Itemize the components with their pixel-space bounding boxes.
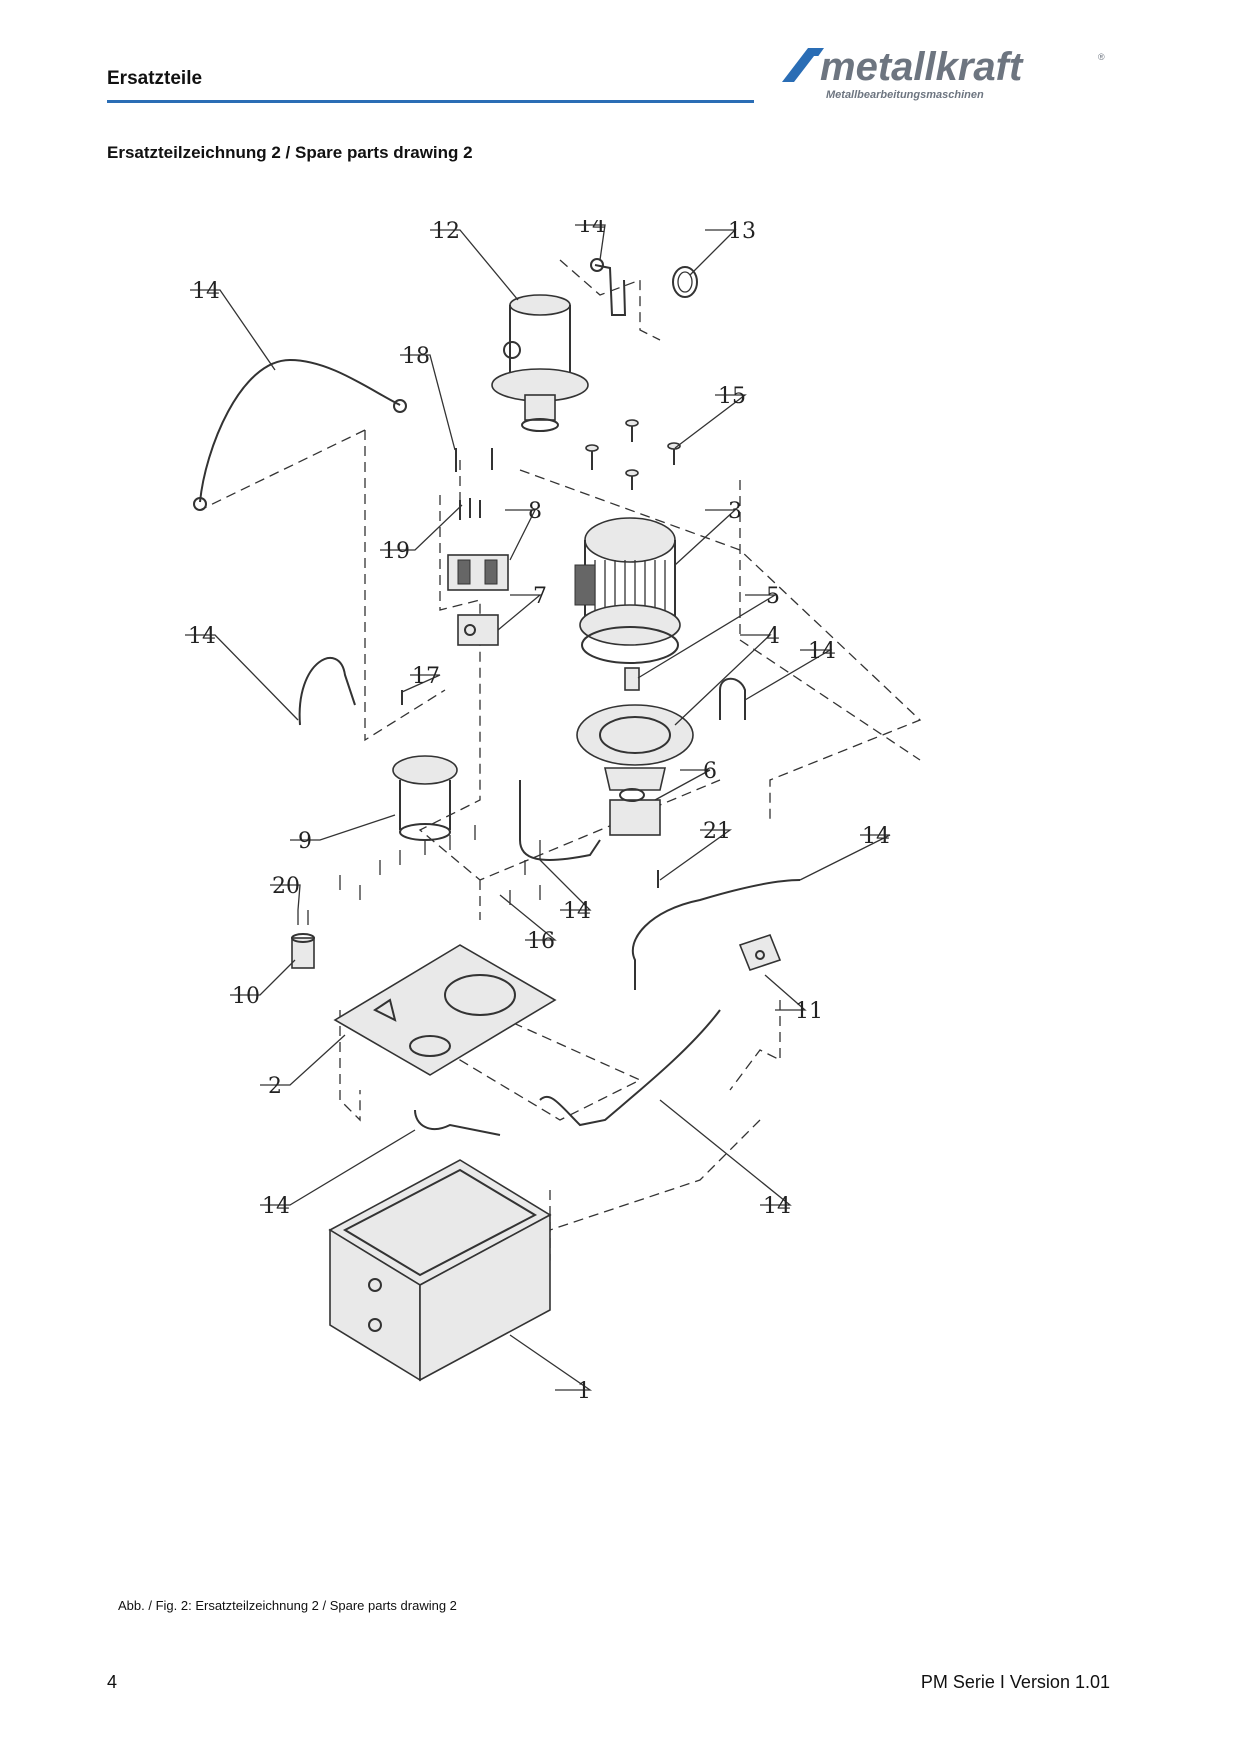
callout-12: 12 (432, 220, 460, 244)
metallkraft-logo: metallkraft ® Metallbearbeitungsmaschine… (782, 45, 1105, 101)
callout-17: 17 (412, 664, 440, 689)
part-8-valve (447, 554, 509, 591)
logo-text: metallkraft (820, 45, 1024, 89)
part-14-loop-right (719, 677, 746, 720)
callout-21: 21 (703, 819, 731, 844)
part-1-tank (328, 1159, 552, 1382)
figure-caption: Abb. / Fig. 2: Ersatzteilzeichnung 2 / S… (118, 1598, 457, 1613)
part-7-valve-block (457, 614, 499, 646)
callout-14-b: 14 (192, 279, 220, 304)
part-16-screws (339, 825, 541, 905)
callout-14-f: 14 (563, 899, 591, 924)
callout-19: 19 (382, 539, 410, 564)
part-14-hose-left (199, 358, 401, 503)
callout-13: 13 (728, 220, 756, 244)
part-14-hose-right (631, 879, 801, 990)
callout-1: 1 (577, 1379, 591, 1404)
part-20-screws (297, 910, 309, 925)
part-9-filter (392, 755, 458, 841)
callout-14-a: 14 (578, 220, 606, 238)
callout-7: 7 (533, 584, 547, 609)
callout-5: 5 (766, 584, 780, 609)
callout-6: 6 (703, 759, 717, 784)
document-version: PM Serie I Version 1.01 (920, 1672, 1110, 1692)
callout-20: 20 (272, 874, 300, 899)
part-13-sight-glass (672, 266, 698, 298)
part-5-coupling (624, 667, 640, 691)
section-title: Ersatzteilzeichnung 2 / Spare parts draw… (107, 143, 473, 162)
callout-16: 16 (527, 929, 555, 954)
part-6-pump-body (609, 788, 661, 836)
callout-9: 9 (298, 829, 312, 854)
header-rule (107, 100, 754, 103)
part-11-bracket (738, 934, 782, 971)
callout-2: 2 (268, 1074, 282, 1099)
logo-subtitle: Metallbearbeitungsmaschinen (826, 89, 984, 101)
callout-14-d: 14 (808, 639, 836, 664)
part-14-hose-bottom-right (539, 1009, 721, 1127)
callout-14-e: 14 (862, 824, 890, 849)
callout-14-h: 14 (763, 1194, 791, 1219)
svg-text:®: ® (1098, 52, 1105, 62)
part-2-cover-plate (333, 944, 557, 1076)
part-14-hose-bottom-left (414, 1109, 501, 1136)
page-number: 4 (107, 1672, 118, 1692)
part-10-breather (291, 933, 315, 969)
callout-14-c: 14 (188, 624, 216, 649)
callout-4: 4 (766, 624, 780, 649)
part-19-bolts (459, 498, 481, 520)
part-15-screws (585, 419, 681, 490)
callout-3: 3 (728, 499, 742, 524)
callout-11: 11 (795, 999, 823, 1024)
callout-15: 15 (718, 384, 746, 409)
callout-10: 10 (232, 984, 260, 1009)
part-18-bolt (455, 448, 493, 472)
callout-8: 8 (528, 499, 542, 524)
part-14-fitting-top (590, 258, 627, 316)
part-14-hose-mid-left (298, 657, 356, 726)
part-4-flange (576, 704, 694, 791)
part-12-pump (491, 294, 589, 432)
header-title: Ersatzteile (107, 68, 203, 89)
callout-18: 18 (402, 344, 430, 369)
part-14-hose-center (519, 780, 601, 861)
callout-14-g: 14 (262, 1194, 290, 1219)
spare-parts-drawing: 1 2 3 4 5 6 7 8 9 10 11 12 13 14 14 14 1… (185, 220, 922, 1404)
part-3-motor (574, 517, 681, 664)
